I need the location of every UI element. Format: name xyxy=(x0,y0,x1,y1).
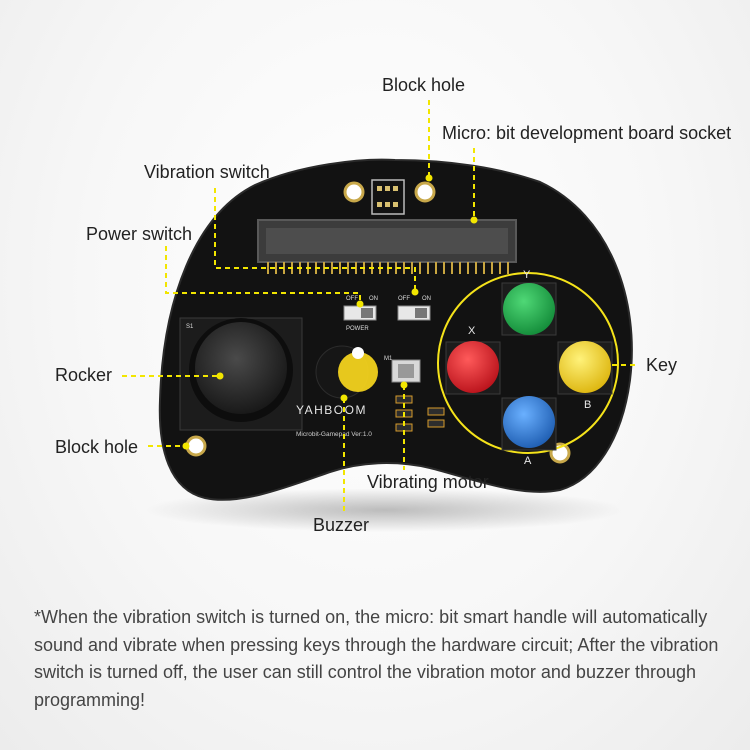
leader-power-switch xyxy=(165,246,361,304)
key-x-button xyxy=(447,341,499,393)
block-hole-top-right xyxy=(414,181,436,203)
board-shadow xyxy=(145,488,625,532)
microbit-socket-slot xyxy=(266,228,508,254)
key-a-button xyxy=(503,396,555,448)
label-vibration-switch: Vibration switch xyxy=(144,162,270,182)
block-hole-top-left xyxy=(343,181,365,203)
leader-lines xyxy=(122,100,638,512)
vib-on-text: ON xyxy=(422,296,431,302)
key-highlight-ring xyxy=(437,272,619,454)
leader-vibration-switch xyxy=(214,188,416,292)
m1-text: M1 xyxy=(384,356,393,362)
label-vibrating-motor: Vibrating motor xyxy=(367,472,489,492)
buzzer-sticker xyxy=(338,352,378,392)
label-key: Key xyxy=(646,355,678,375)
model-text: Microbit-Gamepad Ver:1.0 xyxy=(296,431,372,438)
label-buzzer: Buzzer xyxy=(313,515,370,535)
key-a-label: A xyxy=(524,455,532,467)
socket-pins xyxy=(267,262,509,274)
label-microbit-socket: Micro: bit development board socket xyxy=(442,123,732,143)
header-outline xyxy=(371,179,405,215)
buzzer-plus xyxy=(352,347,364,359)
header-pads xyxy=(377,186,398,207)
key-b-button xyxy=(559,341,611,393)
label-power-switch: Power switch xyxy=(86,224,193,244)
vibrating-motor-core xyxy=(398,364,414,378)
label-block-hole-left: Block hole xyxy=(55,437,139,457)
key-x-label: X xyxy=(468,325,476,337)
s1-text: S1 xyxy=(186,324,194,330)
key-y-button xyxy=(503,283,555,335)
power-off-text: OFF xyxy=(346,296,358,302)
vibration-switch-knob xyxy=(415,308,427,318)
footnote: *When the vibration switch is turned on,… xyxy=(34,607,719,710)
power-on-text: ON xyxy=(369,296,378,302)
power-text: POWER xyxy=(346,326,369,332)
label-block-hole-top: Block hole xyxy=(382,75,466,95)
label-rocker: Rocker xyxy=(55,365,113,385)
vib-off-text: OFF xyxy=(398,296,410,302)
key-b-label: B xyxy=(584,399,591,411)
power-switch-knob xyxy=(361,308,373,318)
rocker-cap xyxy=(195,322,287,414)
brand-text: YAHBOOM xyxy=(296,403,367,417)
block-hole-left xyxy=(185,435,207,457)
key-y-label: Y xyxy=(523,269,531,281)
leader-dots xyxy=(182,174,478,450)
